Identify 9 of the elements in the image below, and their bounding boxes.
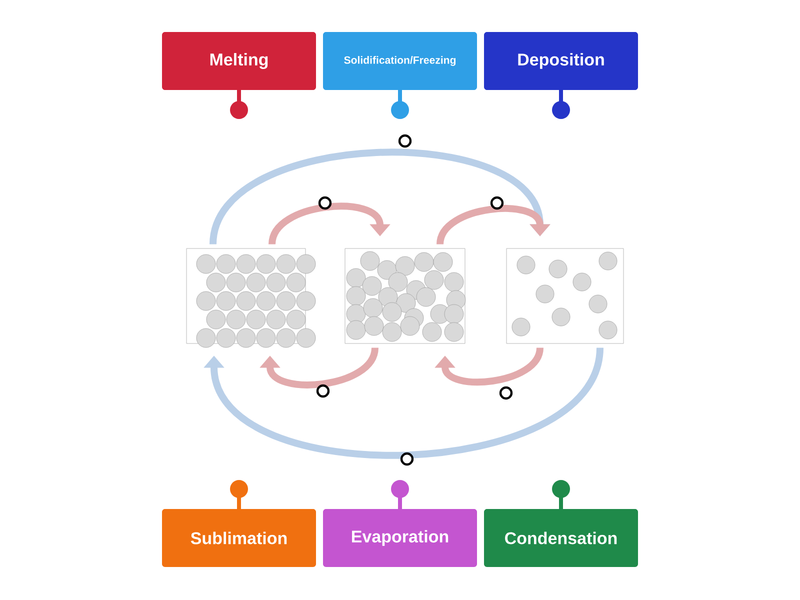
- label-tile: Melting: [162, 32, 316, 119]
- label-tile: Evaporation: [323, 480, 477, 567]
- label-tile: Solidification/Freezing: [323, 32, 477, 119]
- curved-arrow: [204, 346, 604, 459]
- label-tile: Deposition: [484, 32, 638, 119]
- label-tile: Condensation: [484, 480, 638, 567]
- curved-arrow: [268, 202, 390, 246]
- label-tile: Sublimation: [162, 480, 316, 567]
- curved-arrow: [436, 205, 550, 246]
